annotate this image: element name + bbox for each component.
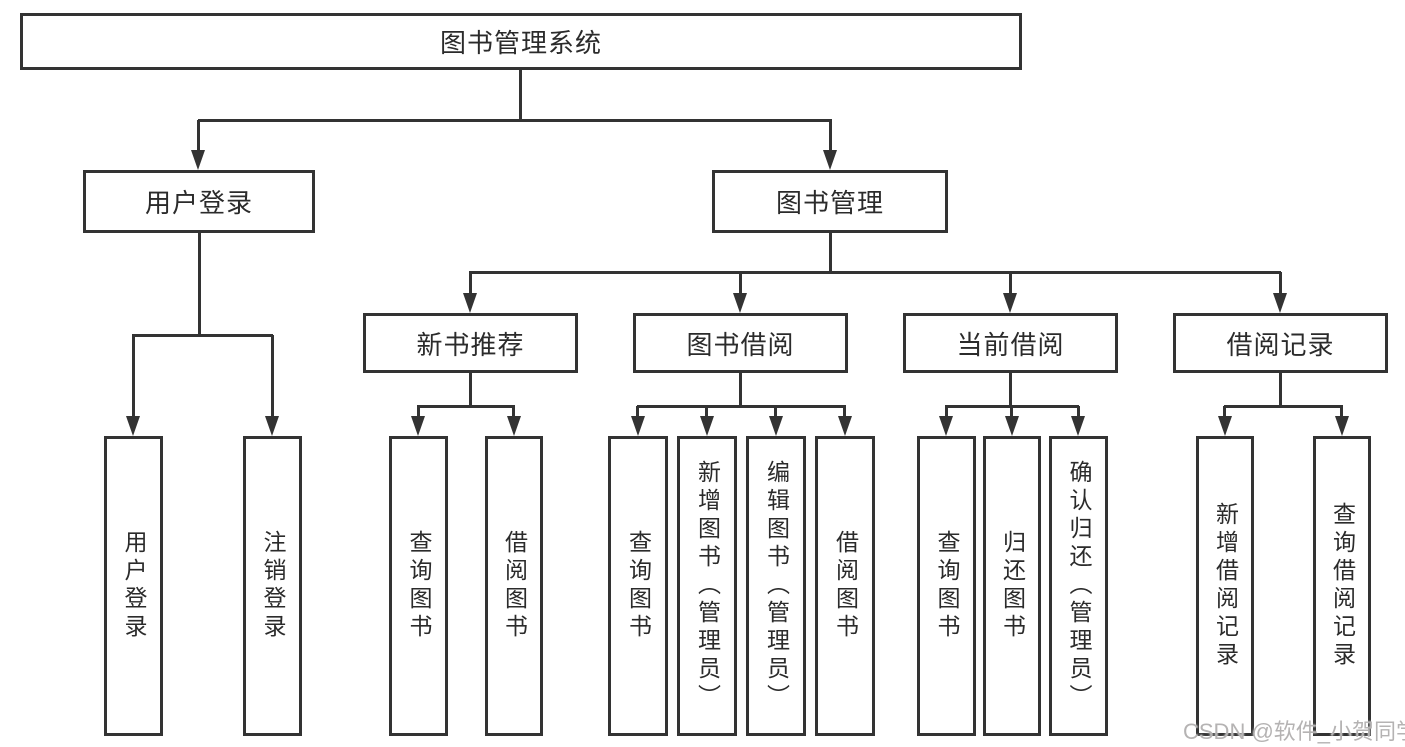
connector-to-leaf-logout (271, 335, 274, 417)
node-borrowing-records-label: 借阅记录 (1226, 329, 1335, 360)
arrow-down-icon (507, 416, 521, 436)
arrow-down-icon (939, 416, 953, 436)
connector-to-new-book-recommendation (469, 272, 472, 295)
connector-to-borrowing-records (1279, 272, 1282, 295)
leaf-query-borrow-record: 查询借阅记录 (1313, 436, 1371, 736)
leaf-return-books: 归还图书 (983, 436, 1041, 736)
leaf-query-books-current: 查询图书 (917, 436, 976, 736)
leaf-add-books-admin-label: 新增图书（管理员） (694, 460, 721, 712)
connector-new-book-branch (417, 405, 515, 408)
node-user-login-label: 用户登录 (144, 188, 253, 218)
leaf-user-login-label: 用户登录 (121, 530, 147, 642)
connector-leaf-stem (1223, 406, 1226, 418)
leaf-query-books-borrowing-label: 查询图书 (625, 530, 652, 642)
leaf-borrow-books-label: 借阅图书 (832, 530, 859, 642)
leaf-edit-books-admin-label: 编辑图书（管理员） (763, 460, 790, 712)
leaf-borrow-books-recommend-label: 借阅图书 (501, 530, 528, 642)
arrow-down-icon (191, 150, 205, 170)
connector-new-book-stem (469, 373, 472, 406)
connector-to-book-borrowing (739, 272, 742, 295)
node-new-book-recommendation: 新书推荐 (363, 313, 578, 373)
connector-to-book-management (829, 120, 832, 153)
connector-leaf-stem (774, 406, 777, 418)
leaf-edit-books-admin: 编辑图书（管理员） (746, 436, 806, 736)
leaf-logout: 注销登录 (243, 436, 302, 736)
leaf-return-books-label: 归还图书 (999, 530, 1026, 642)
leaf-query-books-recommend-label: 查询图书 (406, 530, 432, 642)
arrow-down-icon (700, 416, 714, 436)
connector-leaf-stem (636, 406, 639, 418)
arrow-down-icon (769, 416, 783, 436)
connector-book-management-stem (829, 233, 832, 273)
leaf-query-borrow-record-label: 查询借阅记录 (1329, 502, 1356, 670)
arrow-down-icon (265, 416, 279, 436)
connector-user-login-stem (198, 233, 201, 336)
leaf-logout-label: 注销登录 (260, 530, 286, 642)
leaf-add-borrow-record: 新增借阅记录 (1196, 436, 1254, 736)
leaf-borrow-books-recommend: 借阅图书 (485, 436, 543, 736)
node-current-borrowing: 当前借阅 (903, 313, 1118, 373)
connector-current-borrowing-stem (1009, 373, 1012, 406)
arrow-down-icon (1005, 416, 1019, 436)
leaf-add-books-admin: 新增图书（管理员） (677, 436, 737, 736)
leaf-query-books-current-label: 查询图书 (934, 530, 960, 642)
leaf-confirm-return-admin-label: 确认归还（管理员） (1066, 460, 1092, 712)
node-library-management-system: 图书管理系统 (20, 13, 1022, 70)
connector-to-current-borrowing (1009, 272, 1012, 295)
connector-leaf-stem (843, 406, 846, 418)
arrow-down-icon (733, 293, 747, 313)
arrow-down-icon (411, 416, 425, 436)
arrow-down-icon (823, 150, 837, 170)
node-library-management-system-label: 图书管理系统 (439, 28, 602, 58)
connector-book-borrowing-stem (739, 373, 742, 406)
connector-root-branch (198, 119, 832, 122)
connector-leaf-stem (705, 406, 708, 418)
connector-borrowing-records-branch (1224, 405, 1343, 408)
node-book-borrowing: 图书借阅 (633, 313, 848, 373)
node-book-borrowing-label: 图书借阅 (686, 329, 795, 360)
connector-user-login-branch (132, 334, 273, 337)
arrow-down-icon (631, 416, 645, 436)
arrow-down-icon (1003, 293, 1017, 313)
node-borrowing-records: 借阅记录 (1173, 313, 1388, 373)
connector-leaf-stem (512, 406, 515, 418)
connector-book-management-branch (469, 271, 1281, 274)
arrow-down-icon (1335, 416, 1349, 436)
connector-leaf-stem (1010, 406, 1013, 418)
connector-leaf-stem (945, 406, 948, 418)
csdn-watermark: CSDN @软件_小贺同学 (1183, 719, 1405, 744)
leaf-borrow-books: 借阅图书 (815, 436, 875, 736)
node-current-borrowing-label: 当前借阅 (956, 329, 1065, 360)
arrow-down-icon (463, 293, 477, 313)
connector-book-borrowing-branch (637, 405, 846, 408)
connector-borrowing-records-stem (1279, 373, 1282, 406)
connector-leaf-stem (1077, 406, 1080, 418)
connector-leaf-stem (1340, 406, 1343, 418)
node-user-login: 用户登录 (83, 170, 315, 233)
leaf-add-borrow-record-label: 新增借阅记录 (1212, 502, 1239, 670)
leaf-query-books-recommend: 查询图书 (389, 436, 448, 736)
arrow-down-icon (1218, 416, 1232, 436)
connector-to-user-login (197, 120, 200, 153)
leaf-user-login: 用户登录 (104, 436, 163, 736)
node-book-management: 图书管理 (712, 170, 948, 233)
arrow-down-icon (1273, 293, 1287, 313)
connector-to-leaf-user-login (132, 335, 135, 417)
connector-root-stem (519, 70, 522, 121)
node-new-book-recommendation-label: 新书推荐 (416, 329, 525, 360)
leaf-confirm-return-admin: 确认归还（管理员） (1049, 436, 1108, 736)
leaf-query-books-borrowing: 查询图书 (608, 436, 668, 736)
arrow-down-icon (838, 416, 852, 436)
connector-leaf-stem (417, 406, 420, 418)
arrow-down-icon (126, 416, 140, 436)
arrow-down-icon (1071, 416, 1085, 436)
node-book-management-label: 图书管理 (775, 188, 884, 218)
